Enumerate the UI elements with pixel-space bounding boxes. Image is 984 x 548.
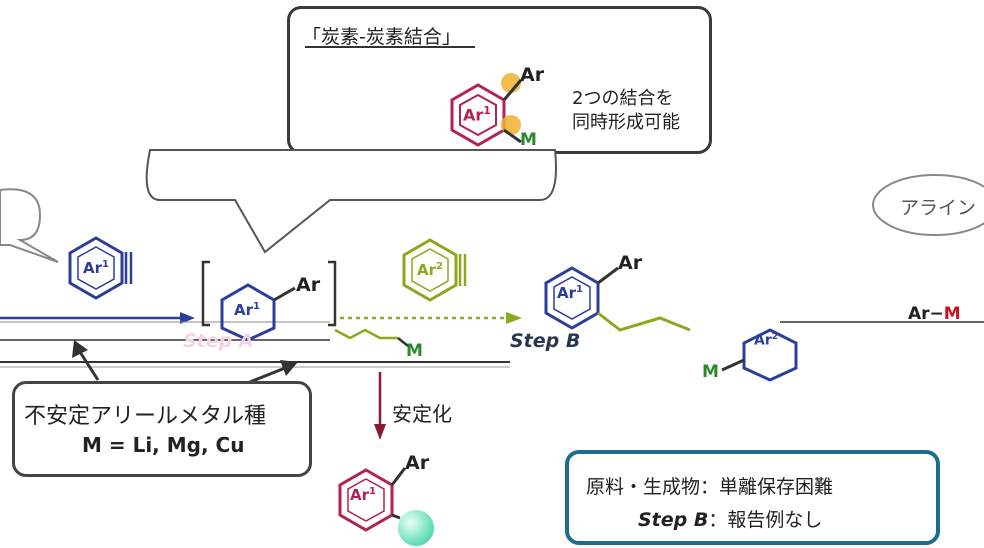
pointer-arrow-left <box>78 351 100 381</box>
left-bubble <box>0 188 59 263</box>
ar2-aryne <box>402 238 467 302</box>
product-b-molecule <box>544 266 798 382</box>
note-line2: Step B：報告例なし <box>638 509 823 531</box>
right-bubble-text: アライン <box>900 197 977 219</box>
product-b-ring-label: Ar1 <box>557 284 583 302</box>
arrow-head-1 <box>180 312 195 324</box>
arrow-head-2 <box>506 312 522 324</box>
ar1-label: Ar1 <box>83 259 109 277</box>
ar2-label: Ar2 <box>417 261 443 279</box>
product-b-ar-label: Ar <box>618 252 643 274</box>
mid-callout-pointer <box>145 149 557 254</box>
intermediate-ar-label: Ar <box>296 274 321 296</box>
stabilized-ar-label: Ar <box>405 452 430 474</box>
stabilized-ring-label: Ar1 <box>350 486 376 504</box>
top-molecule <box>305 46 523 147</box>
stabilization-label: 安定化 <box>392 402 452 426</box>
top-note-line1: 2つの結合を <box>572 88 674 109</box>
isolation-note-box <box>565 450 940 545</box>
step-a-label: Step A <box>183 330 254 352</box>
top-note-line2: 同時形成可能 <box>572 112 680 133</box>
ar1-aryne <box>68 236 133 300</box>
stabilized-molecule <box>338 467 407 532</box>
product-b-ring2-label: Ar2 <box>754 332 779 349</box>
unstable-line2: M = Li, Mg, Cu <box>82 433 245 457</box>
unstable-line1: 不安定アリールメタル種 <box>24 404 267 429</box>
top-m-label: M <box>520 130 537 150</box>
product-b-m-label: M <box>702 362 719 382</box>
stabilizer-sphere <box>398 510 434 546</box>
step-b-label: Step B <box>510 330 581 352</box>
top-ring-label: Ar1 <box>463 104 491 125</box>
intermediate-m-label: M <box>406 341 423 361</box>
top-callout <box>287 6 712 154</box>
top-heading: 「炭素-炭素結合」 <box>302 26 461 48</box>
arrow-head-3 <box>374 424 386 440</box>
ar-m-reagent: Ar−M <box>908 304 961 324</box>
intermediate-complex <box>201 260 409 347</box>
right-bubble <box>872 174 984 236</box>
note-line1: 原料・生成物：単離保存困難 <box>586 476 834 498</box>
top-ar-label: Ar <box>520 64 545 86</box>
intermediate-ring-label: Ar1 <box>234 301 260 319</box>
unstable-species-box <box>12 381 312 477</box>
